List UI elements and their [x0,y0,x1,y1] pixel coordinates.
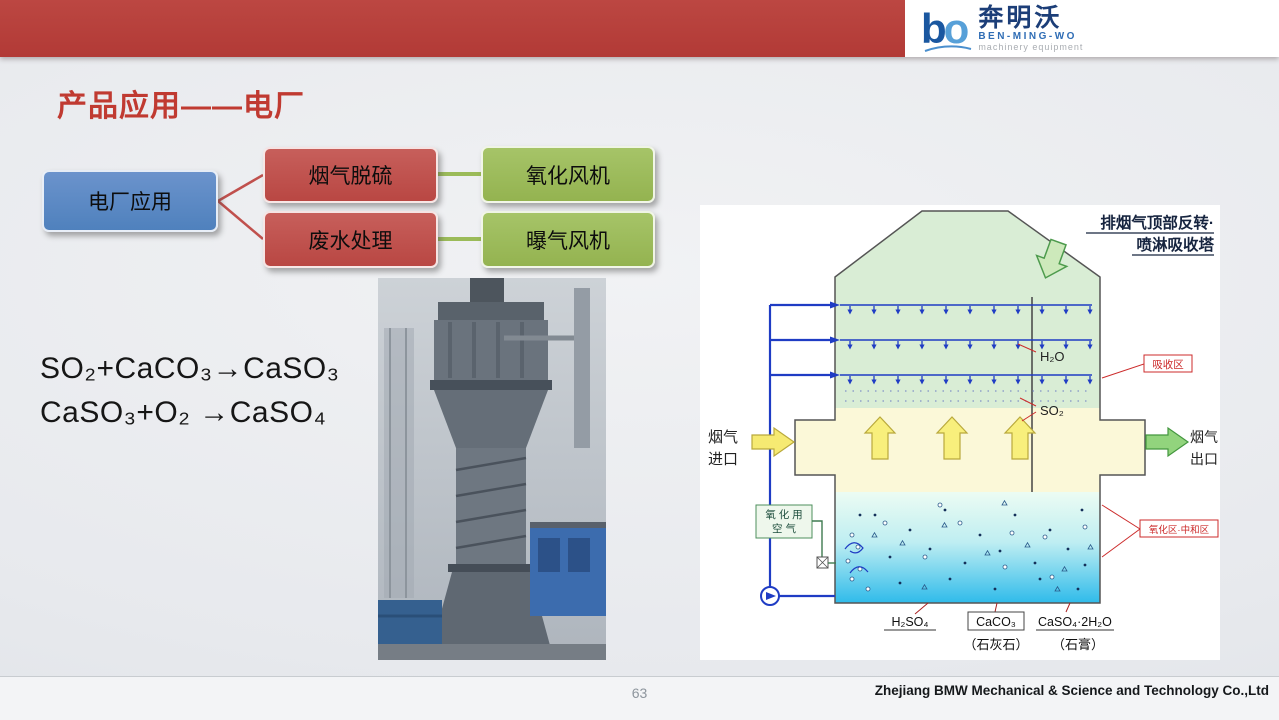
flowchart-connectors [217,172,481,241]
slide-title: 产品应用——电厂 [57,90,305,123]
h2o-label: H₂O [1040,349,1065,364]
page-number: 63 [631,685,648,701]
logo-letter-o: o [943,4,970,52]
company-name-cn: 奔明沃 [978,3,1063,32]
tower-outline [794,210,1146,604]
flue-outlet-label-1: 烟气 [1190,429,1218,445]
oxidation-zone-label: 氧化区·中和区 [1149,524,1210,536]
footer: 63 Zhejiang BMW Mechanical & Science and… [0,676,1279,720]
oxidation-air-label-2: 空 气 [772,522,796,535]
plant-photo [378,278,606,660]
liquid-particles [844,500,1094,592]
flowchart-node-root: 电厂应用 [42,170,218,232]
flue-inlet-label-2: 进口 [708,451,738,468]
oxidation-air-label-1: 氧 化 用 [765,508,802,521]
tower-diagram-svg: H₂O SO₂ 吸收区 氧化区·中和区 烟气 进口 烟气 出口 氧 化 用 [708,210,1219,652]
footer-company: Zhejiang BMW Mechanical & Science and Te… [874,683,1269,698]
oxidation-zone-box [1139,519,1219,538]
absorption-zone-label: 吸收区 [1152,358,1184,371]
equation-line2: CaSO₃+O₂ →CaSO₄ [40,395,327,429]
plant-photo-illustration [378,278,606,660]
logo-panel: bo 奔明沃 BEN-MING-WO machinery equipment [905,0,1279,57]
logo-text-block: 奔明沃 BEN-MING-WO machinery equipment [978,3,1084,53]
tower-gas-band [795,408,1145,492]
flowchart-node-leaf2: 曝气风机 [481,211,655,268]
flue-outlet-label-2: 出口 [1190,451,1218,467]
diagram-title-line1: 排烟气顶部反转· [1100,213,1214,232]
logo-swoosh-icon [924,44,972,52]
tower-liquid-zone [835,492,1100,603]
caso4-label: CaSO₄·2H₂O [1038,615,1112,629]
limestone-label: （石灰石） [963,637,1028,652]
equation-line1: SO₂+CaCO₃→CaSO₃ [40,352,340,385]
flowchart-node-leaf1: 氧化风机 [481,146,655,203]
flowchart-node-branch2: 废水处理 [263,211,438,268]
absorption-zone-box [1143,354,1193,373]
so2-label: SO₂ [1040,403,1064,418]
header-bar: bo 奔明沃 BEN-MING-WO machinery equipment [0,0,1279,57]
absorption-tower-diagram: H₂O SO₂ 吸收区 氧化区·中和区 烟气 进口 烟气 出口 氧 化 用 [700,205,1220,660]
caco3-label: CaCO₃ [976,615,1016,629]
gypsum-label: （石膏） [1052,637,1104,652]
spray-nozzle-rows [840,304,1094,402]
slide-canvas: 产品应用——电厂 电厂应用 烟气脱硫 废水处理 氧化风机 曝气风机 SO₂+Ca… [0,57,1279,676]
company-logo-icon: bo [921,4,972,52]
company-name-en: BEN-MING-WO [978,30,1077,42]
gas-turn-arrow [1035,238,1069,279]
logo-letter-b: b [921,4,947,52]
company-tagline: machinery equipment [978,41,1084,52]
caco3-box [967,611,1025,631]
chemical-equations: SO₂+CaCO₃→CaSO₃ CaSO₃+O₂ →CaSO₄ [40,347,340,434]
flue-inlet-label-1: 烟气 [708,429,738,446]
flowchart-node-branch1: 烟气脱硫 [263,147,438,203]
flue-inlet-arrow [751,426,796,458]
flue-outlet-arrow [1145,426,1190,458]
h2so4-label: H₂SO₄ [891,615,928,629]
diagram-title-line2: 喷淋吸收塔 [1136,235,1214,254]
